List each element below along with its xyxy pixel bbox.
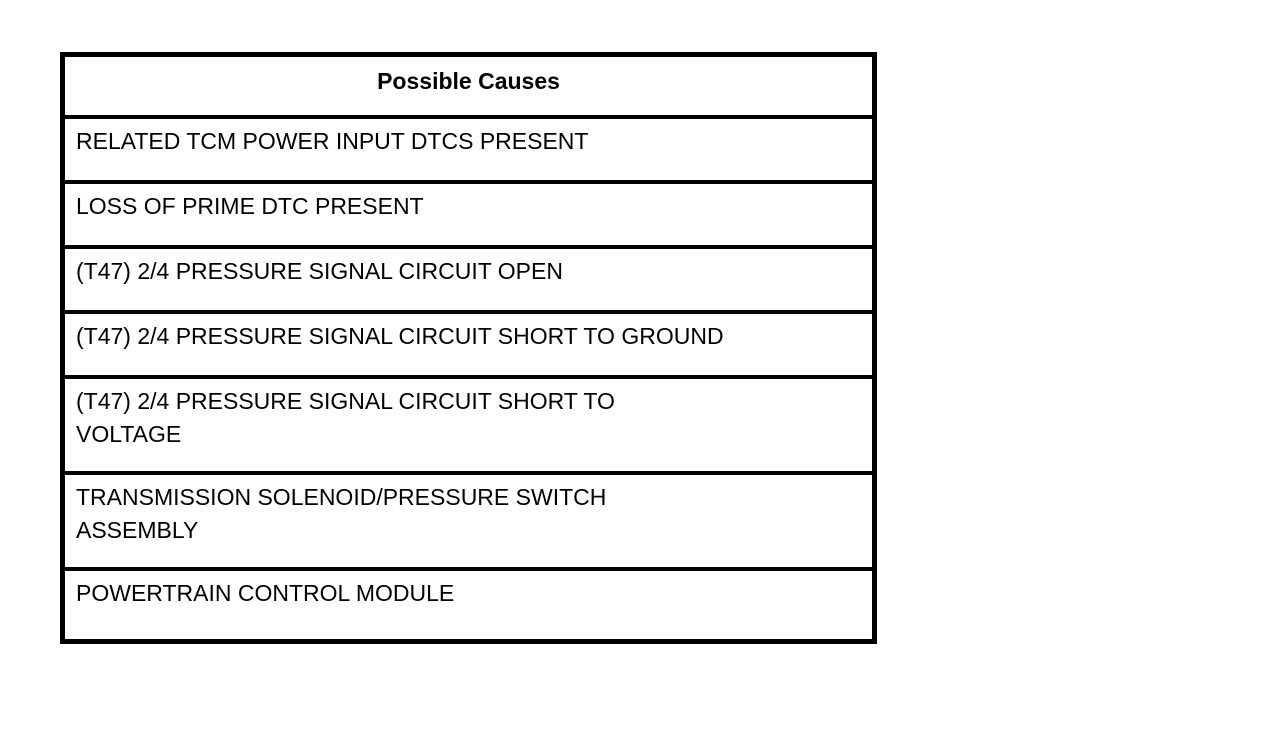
cause-label: (T47) 2/4 PRESSURE SIGNAL CIRCUIT SHORT … [76,323,724,349]
table-row: POWERTRAIN CONTROL MODULE [65,571,872,639]
cause-label: TRANSMISSION SOLENOID/PRESSURE SWITCH AS… [76,484,607,543]
table-row: (T47) 2/4 PRESSURE SIGNAL CIRCUIT OPEN [65,249,872,314]
table-row: LOSS OF PRIME DTC PRESENT [65,184,872,249]
table-row: (T47) 2/4 PRESSURE SIGNAL CIRCUIT SHORT … [65,314,872,379]
table-row: (T47) 2/4 PRESSURE SIGNAL CIRCUIT SHORT … [65,379,872,475]
possible-causes-table: Possible Causes RELATED TCM POWER INPUT … [60,52,877,644]
table-column-header: Possible Causes [377,68,560,94]
cause-label: RELATED TCM POWER INPUT DTCS PRESENT [76,128,589,154]
table-row: TRANSMISSION SOLENOID/PRESSURE SWITCH AS… [65,475,872,571]
cause-label: LOSS OF PRIME DTC PRESENT [76,193,424,219]
cause-label: POWERTRAIN CONTROL MODULE [76,580,455,606]
table-header-row: Possible Causes [65,57,872,119]
table-row: RELATED TCM POWER INPUT DTCS PRESENT [65,119,872,184]
cause-label: (T47) 2/4 PRESSURE SIGNAL CIRCUIT SHORT … [76,388,615,447]
cause-label: (T47) 2/4 PRESSURE SIGNAL CIRCUIT OPEN [76,258,563,284]
